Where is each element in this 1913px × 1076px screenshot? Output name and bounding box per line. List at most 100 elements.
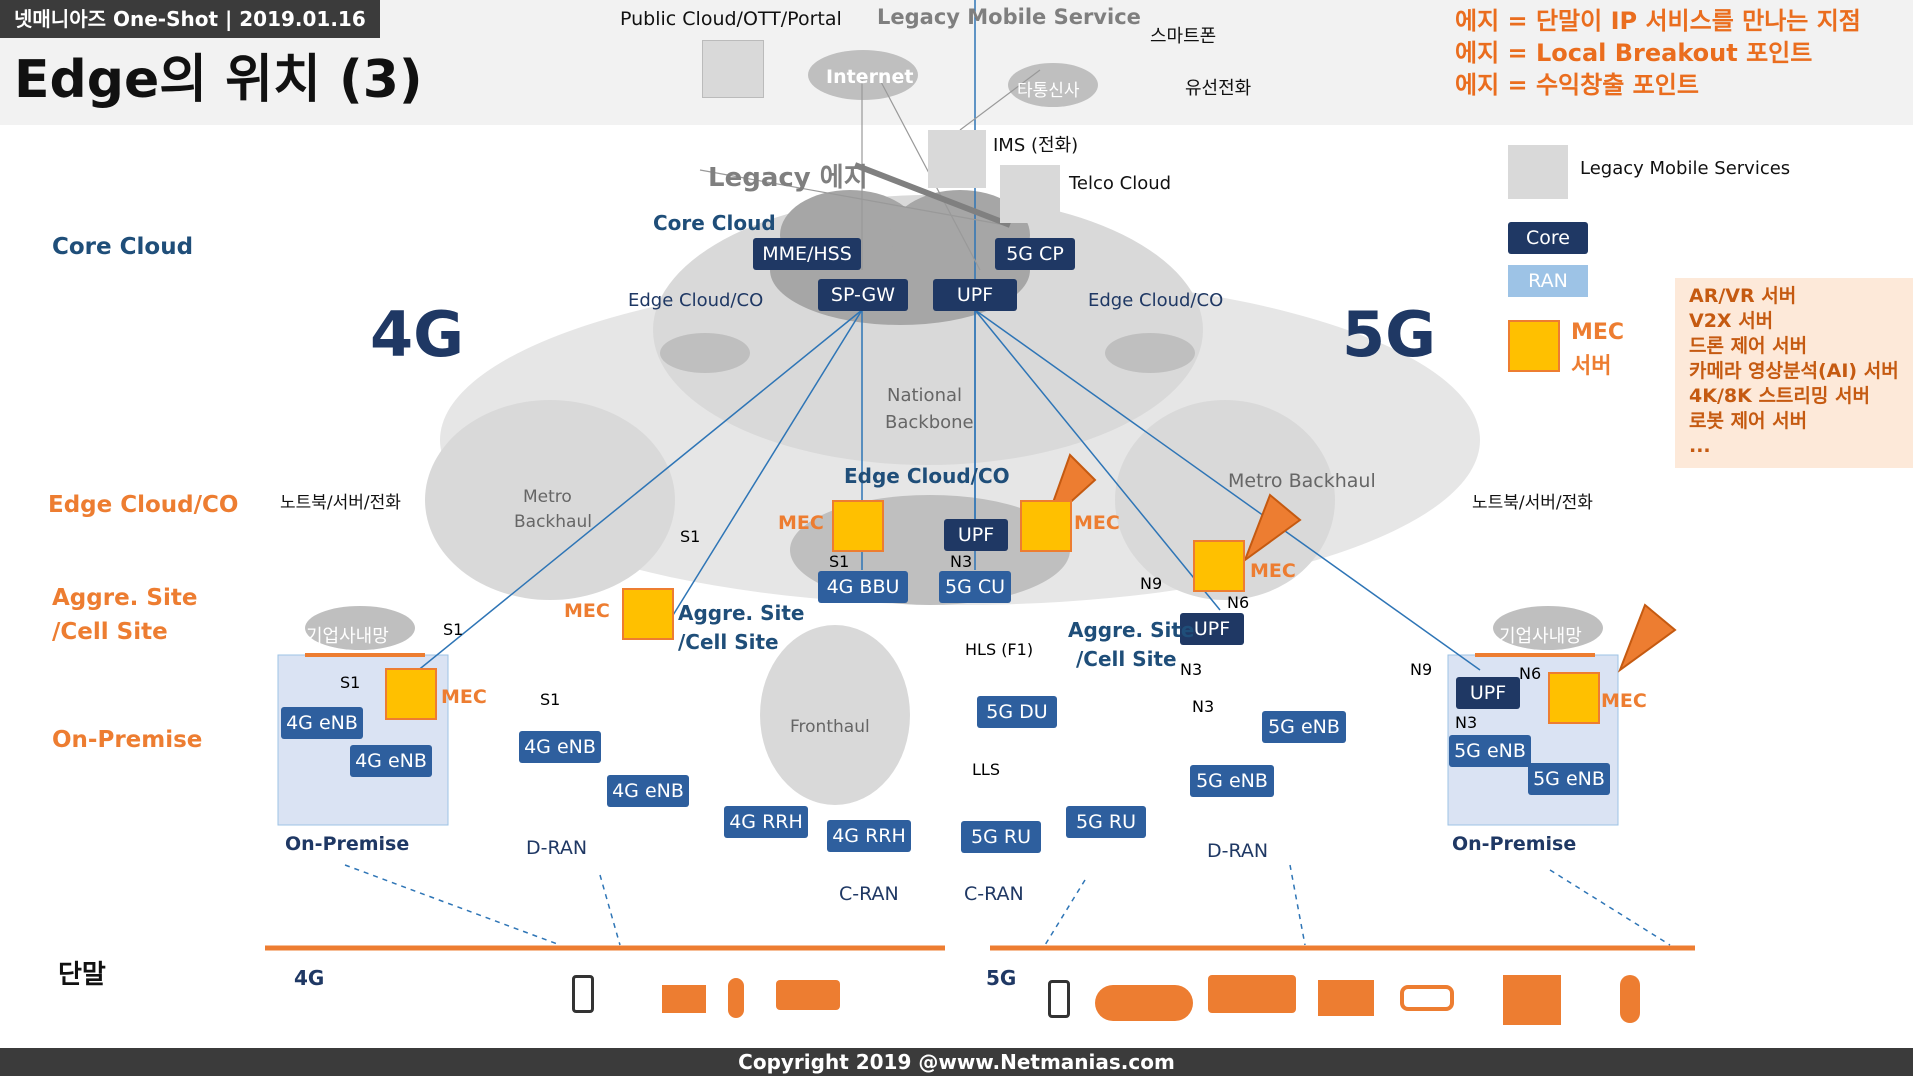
edge-def-2: 에지 = Local Breakout 포인트 <box>1455 39 1813 67</box>
mec-item: 4K/8K 스트리밍 서버 <box>1689 385 1870 407</box>
s1-label: S1 <box>340 673 361 692</box>
bbu-box: 4G BBU <box>818 571 908 603</box>
edge-co-right-label: Edge Cloud/CO <box>1088 290 1224 311</box>
enb4-dran: 4G eNB <box>607 775 689 807</box>
enb5-dran: 5G eNB <box>1262 711 1346 743</box>
public-cloud-server-icon <box>702 40 764 98</box>
aggre-right-label: Aggre. Site <box>1068 618 1195 642</box>
edge-def-3: 에지 = 수익창출 포인트 <box>1455 71 1699 99</box>
telco-cloud-label: Telco Cloud <box>1069 173 1172 194</box>
level-core-cloud: Core Cloud <box>52 234 194 260</box>
enb4-dran: 4G eNB <box>519 731 601 763</box>
upf-core-box: UPF <box>933 279 1017 311</box>
legacy-edge-label: Legacy 에지 <box>708 163 868 193</box>
fronthaul-ellipse <box>760 625 910 805</box>
wired-phone-label: 유선전화 <box>1185 78 1252 99</box>
s1-label: S1 <box>540 690 561 709</box>
legend-legacy-icon <box>1508 145 1568 199</box>
cran-left-label: C-RAN <box>839 883 899 905</box>
mec-label: MEC <box>778 512 824 534</box>
thermometer-icon <box>1620 975 1640 1023</box>
level-device: 단말 <box>58 960 106 990</box>
ru5: 5G RU <box>961 821 1041 853</box>
mec-label: MEC <box>441 686 487 708</box>
mec-label: MEC <box>1250 560 1296 582</box>
page-title: Edge의 위치 (3) <box>14 50 423 110</box>
cctv-icon <box>1318 980 1374 1016</box>
legend-ran: RAN <box>1508 265 1588 297</box>
thermometer-icon <box>728 978 744 1018</box>
drone-icon <box>1208 975 1296 1013</box>
carrier-cloud-label: 타통신사 <box>1017 81 1080 101</box>
legend-mec-icon <box>1508 320 1560 372</box>
aggre-left-label2: /Cell Site <box>678 630 779 654</box>
series-tag: 넷매니아즈 One-Shot | 2019.01.16 <box>0 0 380 38</box>
mec-icon <box>1193 540 1245 592</box>
n3-label: N3 <box>1192 697 1215 716</box>
upf-aggre-box: UPF <box>1180 613 1244 645</box>
backbone-label: Backbone <box>885 412 974 433</box>
aggre-left-label: Aggre. Site <box>678 601 805 625</box>
mec-item: 카메라 영상분석(AI) 서버 <box>1689 360 1899 382</box>
enb4-onprem: 4G eNB <box>281 707 363 739</box>
laptop-label: 노트북/서버/전화 <box>280 493 401 513</box>
enterprise-cloud-label: 기업사내망 <box>306 626 389 647</box>
metro-left-ellipse <box>425 400 675 600</box>
upf-onprem-box: UPF <box>1456 677 1520 709</box>
cctv-icon <box>662 985 706 1013</box>
enb5-onprem: 5G eNB <box>1528 763 1610 795</box>
device-4g-label: 4G <box>294 966 325 990</box>
s1-label: S1 <box>443 620 464 639</box>
lls-label: LLS <box>972 760 1000 779</box>
mec-item: V2X 서버 <box>1689 310 1774 332</box>
enb5-onprem: 5G eNB <box>1449 735 1531 767</box>
spgw-box: SP-GW <box>818 279 908 311</box>
legend-legacy-label: Legacy Mobile Services <box>1580 158 1791 179</box>
dran-right-label: D-RAN <box>1207 840 1269 862</box>
internet-cloud-label: Internet <box>826 66 914 88</box>
s1-label: S1 <box>829 552 850 571</box>
level-aggre-site: Aggre. Site <box>52 585 198 611</box>
fronthaul-label: Fronthaul <box>790 717 870 737</box>
mec-label: MEC <box>1074 512 1120 534</box>
smartphone-label: 스마트폰 <box>1150 26 1217 47</box>
metro-right-label: Metro Backhaul <box>1228 470 1376 492</box>
onprem-right-label: On-Premise <box>1452 833 1577 855</box>
upf-edge-box: UPF <box>944 519 1008 551</box>
mec-icon <box>1548 672 1600 724</box>
mec-item: ... <box>1689 435 1711 457</box>
legend-mec-label: MEC <box>1571 320 1625 345</box>
enb4-onprem: 4G eNB <box>350 745 432 777</box>
mec-icon <box>1020 500 1072 552</box>
public-cloud-label: Public Cloud/OTT/Portal <box>620 8 842 30</box>
laptop-label: 노트북/서버/전화 <box>1472 493 1593 513</box>
aggre-right-label2: /Cell Site <box>1076 647 1177 671</box>
car-icon <box>1095 985 1193 1021</box>
enterprise-cloud-label: 기업사내망 <box>1499 626 1582 647</box>
edge-cloud-center-label: Edge Cloud/CO <box>844 464 1010 488</box>
mec-server-list: AR/VR 서버 V2X 서버 드론 제어 서버 카메라 영상분석(AI) 서버… <box>1675 278 1913 468</box>
mec-item: 로봇 제어 서버 <box>1689 410 1808 432</box>
legend-mec-label2: 서버 <box>1571 354 1612 379</box>
rrh4: 4G RRH <box>827 820 911 852</box>
mme-hss-box: MME/HSS <box>753 238 861 270</box>
edge-definitions: 에지 = 단말이 IP 서비스를 만나는 지점 에지 = Local Break… <box>1455 5 1861 101</box>
n3-label: N3 <box>1455 713 1478 732</box>
legacy-mobile-service-label: Legacy Mobile Service <box>877 5 1141 29</box>
hls-label: HLS (F1) <box>965 640 1034 659</box>
cran-right-label: C-RAN <box>964 883 1024 905</box>
dran-left-label: D-RAN <box>526 837 588 859</box>
footer-copyright: Copyright 2019 @www.Netmanias.com <box>0 1048 1913 1076</box>
legend-core: Core <box>1508 222 1588 254</box>
n9-label: N9 <box>1410 660 1433 679</box>
ims-label: IMS (전화) <box>993 135 1079 156</box>
big-5g: 5G <box>1342 298 1437 371</box>
mec-label: MEC <box>564 600 610 622</box>
n6-label: N6 <box>1227 593 1250 612</box>
mec-item: AR/VR 서버 <box>1689 285 1797 307</box>
metro-left-label: Metro <box>523 487 572 507</box>
level-on-premise: On-Premise <box>52 727 203 753</box>
edge-def-1: 에지 = 단말이 IP 서비스를 만나는 지점 <box>1455 7 1861 35</box>
s1-label: S1 <box>680 527 701 546</box>
